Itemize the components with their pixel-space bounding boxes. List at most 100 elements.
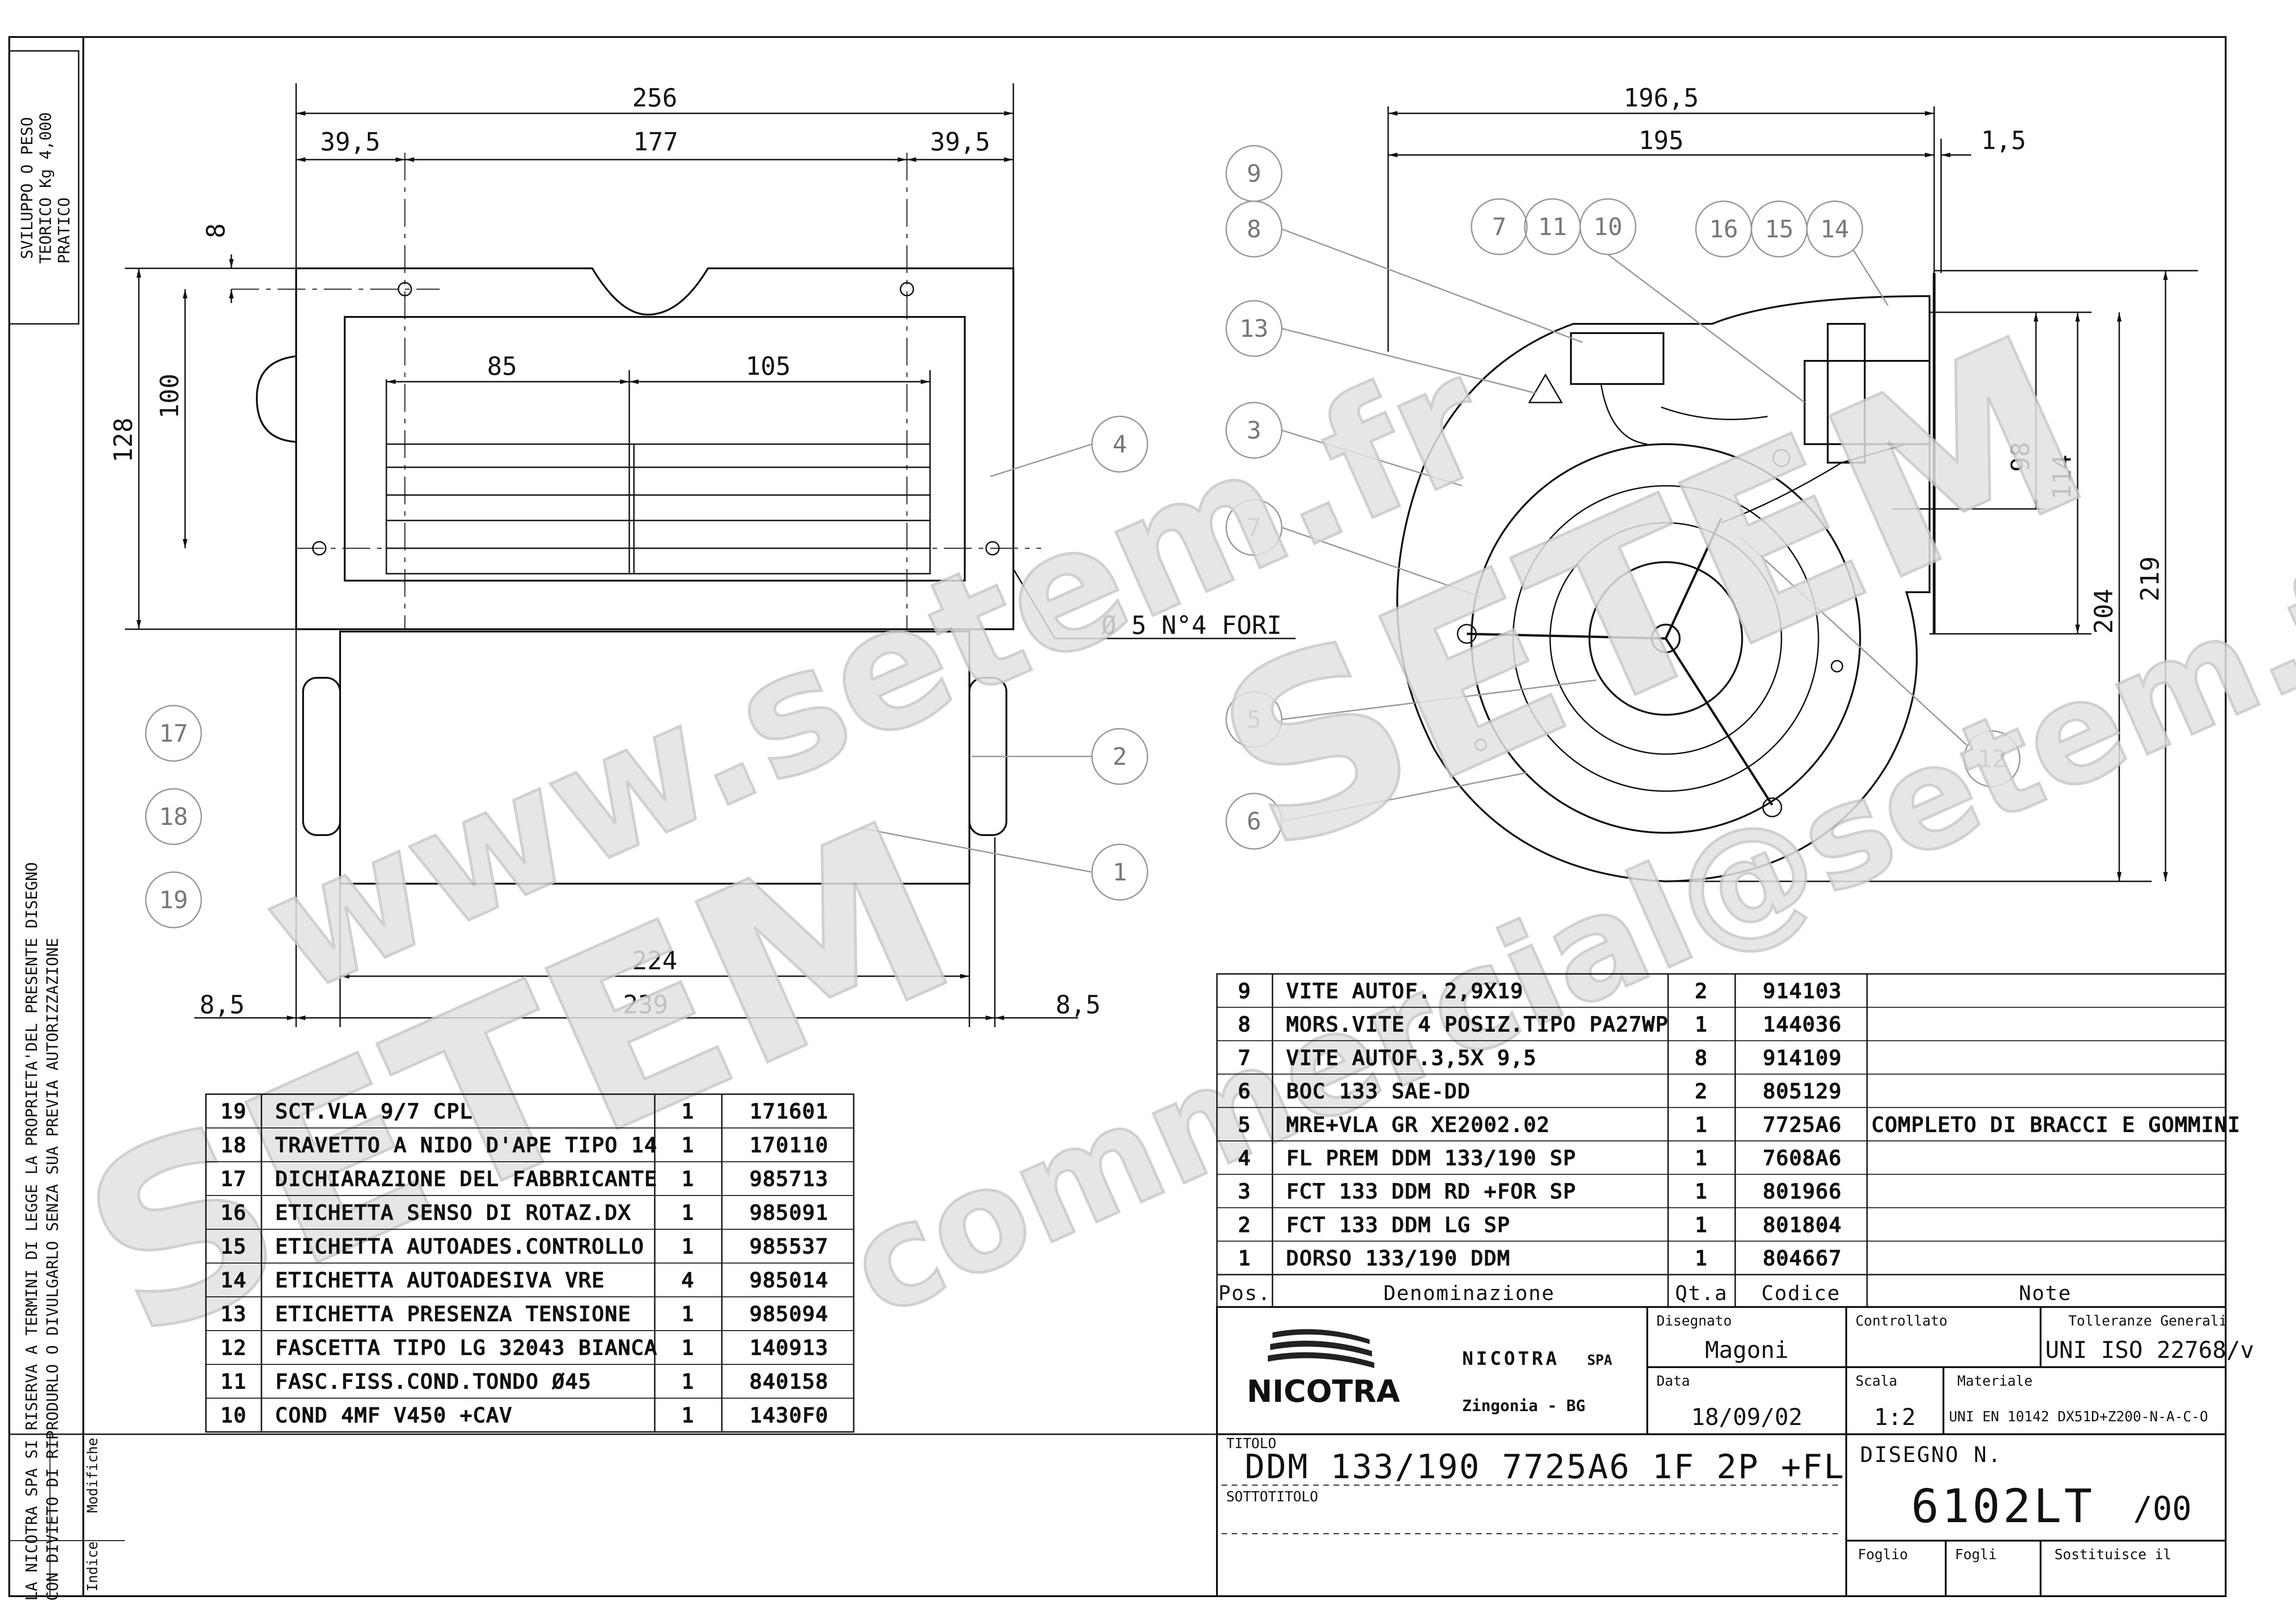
part-code: 985091: [750, 1201, 829, 1225]
inlet-ring-mid: [1512, 485, 1819, 792]
part-name: DICHIARAZIONE DEL FABBRICANTE: [275, 1167, 658, 1191]
part-name: FCT 133 DDM LG SP: [1286, 1213, 1510, 1237]
part-code: 801804: [1763, 1213, 1842, 1237]
balloon-11: 11: [1538, 213, 1567, 241]
part-code: 801966: [1763, 1180, 1842, 1203]
capacitor-clamp: [1827, 323, 1866, 464]
subtitle-label: SOTTOTITOLO: [1226, 1489, 1318, 1505]
part-code: 144036: [1763, 1013, 1842, 1036]
cable-run: [1600, 384, 1907, 524]
grille: [385, 443, 931, 575]
side-view: [1396, 273, 1936, 883]
part-pos: 15: [221, 1235, 247, 1258]
part-name: TRAVETTO A NIDO D'APE TIPO 14: [275, 1134, 658, 1157]
part-code: 985713: [750, 1167, 829, 1191]
part-name: ETICHETTA AUTOADESIVA VRE: [275, 1269, 605, 1292]
part-pos: 1: [1238, 1247, 1252, 1270]
part-name: FL PREM DDM 133/190 SP: [1286, 1146, 1576, 1170]
dim-flange: 1,5: [1981, 126, 2026, 155]
dim-plate-width: 239: [623, 990, 668, 1019]
part-qty: 1: [682, 1370, 695, 1394]
balloon-17: 17: [159, 720, 188, 748]
scroll-housing-outline: [1396, 295, 1930, 883]
part-qty: 1: [682, 1167, 695, 1191]
part-code: 804667: [1763, 1247, 1842, 1270]
date-value: 18/09/02: [1691, 1404, 1803, 1431]
balloon-8: 8: [1247, 216, 1261, 243]
dim-hole-spacing: 177: [633, 127, 678, 156]
part-pos: 3: [1238, 1180, 1252, 1203]
part-name: MORS.VITE 4 POSIZ.TIPO PA27WP: [1286, 1013, 1669, 1036]
part-pos: 19: [221, 1100, 247, 1123]
material-label: Materiale: [1957, 1373, 2033, 1389]
dim-margin-right: 8,5: [1055, 990, 1101, 1019]
part-pos: 7: [1238, 1046, 1252, 1070]
dim-height-holes: 100: [155, 373, 184, 419]
revision-index-header: Indice: [85, 1542, 101, 1592]
dim-housing-width: 224: [632, 946, 677, 975]
inlet-ring-outer: [1471, 443, 1861, 834]
left-foot: [302, 677, 341, 836]
part-name: FASC.FISS.COND.TONDO Ø45: [275, 1370, 592, 1394]
dim-depth-body: 195: [1638, 126, 1684, 155]
part-pos: 13: [221, 1302, 247, 1326]
balloon-13: 13: [1240, 315, 1269, 343]
part-name: ETICHETTA SENSO DI ROTAZ.DX: [275, 1201, 631, 1225]
drawn-by-value: Magoni: [1705, 1337, 1789, 1363]
dim-left-offset: 39,5: [320, 127, 380, 156]
part-pos: 9: [1238, 979, 1252, 1003]
part-name: VITE AUTOF. 2,9X19: [1286, 979, 1524, 1003]
part-qty: 1: [1695, 1247, 1708, 1270]
part-code: 840158: [750, 1370, 829, 1394]
dim-98: 98: [2006, 442, 2035, 472]
drawing-number: 6102LT: [1911, 1479, 2095, 1533]
balloon-16: 16: [1709, 216, 1738, 243]
balloon-1: 1: [1112, 859, 1127, 886]
weight-row-practical: PRATICO: [55, 198, 74, 264]
scale-value: 1:2: [1874, 1404, 1916, 1431]
dim-grille-left: 85: [487, 352, 517, 381]
drawn-by-label: Disegnato: [1657, 1313, 1732, 1329]
part-qty: 1: [1695, 1113, 1708, 1137]
part-pos: 12: [221, 1336, 247, 1360]
balloon-7-top: 7: [1492, 213, 1506, 241]
title-block: NICOTRA NICOTRA SPA Zingonia - BG Disegn…: [1216, 1306, 2254, 1597]
balloon-6: 6: [1247, 808, 1261, 836]
nicotra-logo-mark: [1268, 1329, 1374, 1368]
part-name: ETICHETTA PRESENZA TENSIONE: [275, 1302, 631, 1326]
inlet-opening: [344, 316, 966, 582]
dim-grille-right: 105: [745, 352, 791, 381]
part-qty: 1: [1695, 1180, 1708, 1203]
dim-overall-width: 256: [632, 83, 677, 112]
part-code: 914103: [1763, 979, 1842, 1003]
part-name: BOC 133 SAE-DD: [1286, 1080, 1471, 1103]
front-plate: [295, 267, 1014, 630]
header-qty: Qt.a: [1675, 1282, 1728, 1305]
part-qty: 2: [1695, 1080, 1708, 1103]
part-name: FASCETTA TIPO LG 32043 BIANCA: [275, 1336, 658, 1360]
part-pos: 8: [1238, 1013, 1252, 1036]
balloon-10: 10: [1594, 213, 1623, 241]
rights-notice-line-1: LA NICOTRA SPA SI RISERVA A TERMINI DI L…: [23, 862, 41, 1601]
part-qty: 1: [682, 1404, 695, 1427]
drawing-title: DDM 133/190 7725A6 1F 2P +FL: [1245, 1447, 1845, 1486]
dim-margin-left: 8,5: [199, 990, 245, 1019]
header-pos: Pos.: [1218, 1282, 1271, 1305]
drawing-revision: /00: [2133, 1490, 2191, 1528]
rights-notice-line-2: CON DIVIETO DI RIPRODURLO O DIVULGARLO S…: [43, 938, 62, 1601]
part-name: MRE+VLA GR XE2002.02: [1286, 1113, 1550, 1137]
header-note: Note: [2019, 1282, 2072, 1305]
part-code: 985014: [750, 1269, 829, 1292]
part-pos: 5: [1238, 1113, 1252, 1137]
part-code: 7725A6: [1763, 1113, 1842, 1137]
part-pos: 6: [1238, 1080, 1252, 1103]
part-pos: 14: [221, 1269, 247, 1292]
parts-list-right: 9 VITE AUTOF. 2,9X19 2 914103 8 MORS.VITE 4 P…: [1216, 973, 2240, 1308]
